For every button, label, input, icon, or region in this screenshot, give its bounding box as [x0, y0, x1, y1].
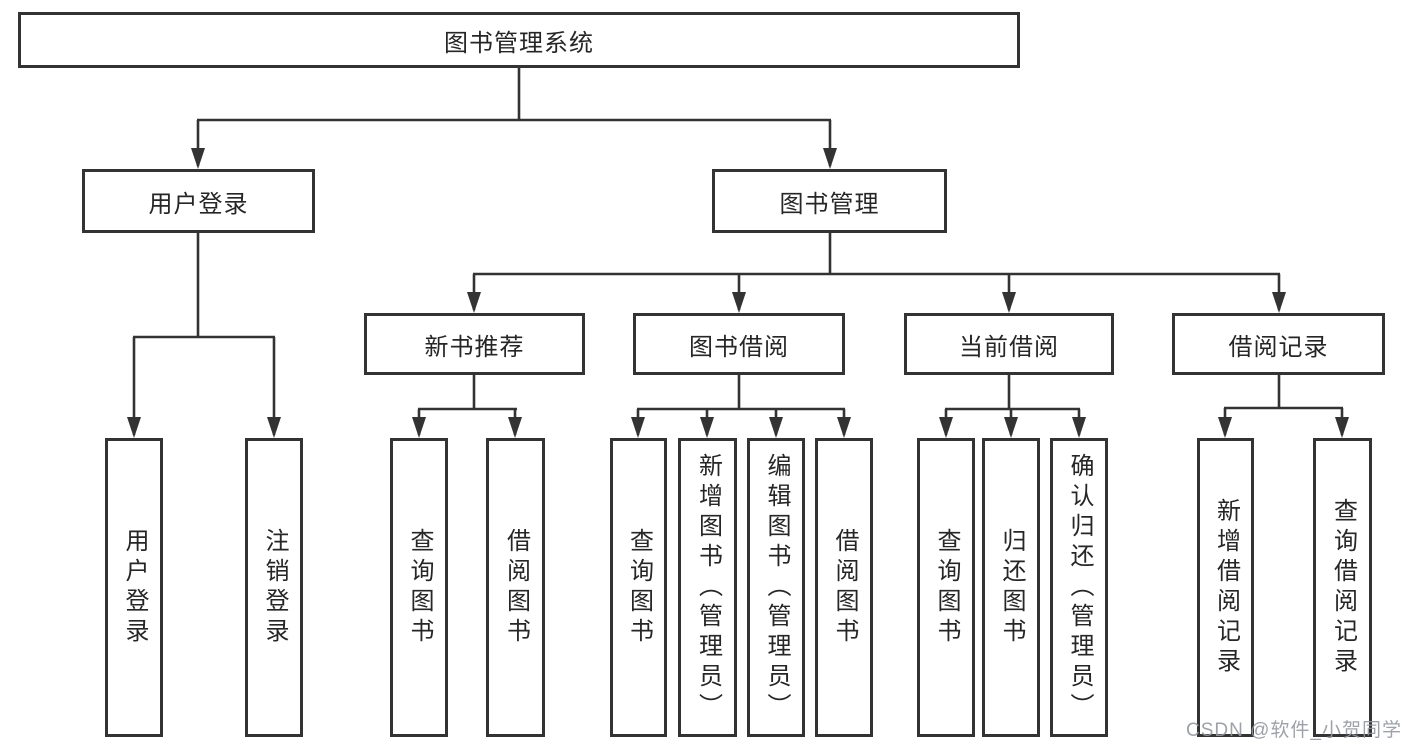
- leaf-edit-books-admin: 编辑图书（管理员）: [747, 438, 805, 737]
- leaf-logout: 注销登录: [245, 438, 303, 737]
- csdn-watermark: CSDN @软件_小贺同学: [1186, 720, 1402, 741]
- node-book-borrow: 图书借阅: [633, 313, 845, 375]
- leaf-return-books: 归还图书: [982, 438, 1040, 737]
- leaf-user-login: 用户登录: [105, 438, 163, 737]
- node-book-management: 图书管理: [712, 169, 947, 233]
- node-current-borrow: 当前借阅: [904, 313, 1114, 375]
- node-user-login: 用户登录: [82, 169, 315, 233]
- leaf-query-borrow-record: 查询借阅记录: [1313, 438, 1372, 737]
- leaf-add-books-admin: 新增图书（管理员）: [678, 438, 737, 737]
- node-borrow-records: 借阅记录: [1172, 313, 1385, 375]
- new-book-recommend-connectors: [412, 375, 522, 438]
- borrow-records-connectors: [1218, 375, 1349, 438]
- root-connectors: [191, 68, 837, 169]
- book-borrow-connectors: [631, 375, 851, 438]
- book-management-connectors: [467, 233, 1286, 313]
- leaf-recommend-borrow-books: 借阅图书: [486, 438, 545, 737]
- leaf-borrow-query-books: 查询图书: [610, 438, 667, 737]
- leaf-current-query-books: 查询图书: [917, 438, 975, 737]
- leaf-recommend-query-books: 查询图书: [390, 438, 448, 737]
- leaf-add-borrow-record: 新增借阅记录: [1197, 438, 1254, 737]
- node-root: 图书管理系统: [18, 12, 1020, 68]
- user-login-connectors: [127, 233, 281, 438]
- leaf-borrow-books: 借阅图书: [815, 438, 873, 737]
- leaf-confirm-return-admin: 确认归还（管理员）: [1050, 438, 1108, 737]
- current-borrow-connectors: [939, 375, 1086, 438]
- node-new-book-recommend: 新书推荐: [364, 313, 585, 375]
